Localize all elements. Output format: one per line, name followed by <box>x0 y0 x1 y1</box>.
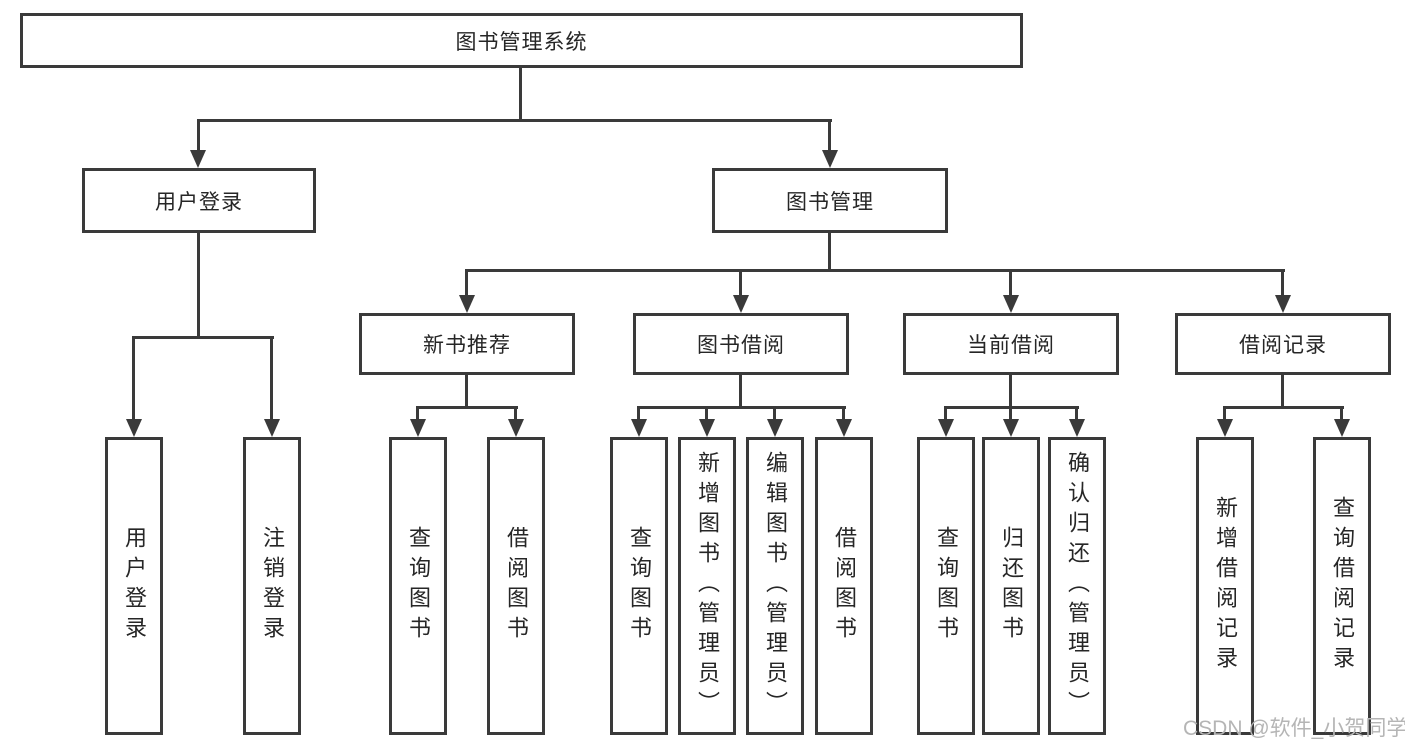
arrowhead-down-icon <box>1275 295 1291 313</box>
connector-line <box>944 406 947 423</box>
connector-line <box>519 68 522 122</box>
connector-line <box>465 269 468 297</box>
node-label: 新增图书（管理员） <box>695 451 720 721</box>
csdn-watermark: CSDN @软件_小贺同学 <box>1183 717 1405 740</box>
arrowhead-down-icon <box>1003 295 1019 313</box>
node-leaf-borrow-books: 借阅图书 <box>815 437 873 735</box>
arrowhead-down-icon <box>410 419 426 437</box>
node-leaf-add-books-admin: 新增图书（管理员） <box>678 437 736 735</box>
arrowhead-down-icon <box>938 419 954 437</box>
connector-line <box>739 373 742 409</box>
node-book-management: 图书管理 <box>712 168 948 233</box>
node-label: 借阅图书 <box>504 526 529 646</box>
connector-line <box>416 406 419 423</box>
node-label: 图书借阅 <box>697 334 785 357</box>
connector-line <box>132 336 274 339</box>
connector-line <box>773 406 776 423</box>
connector-line <box>842 406 845 423</box>
node-new-book-recommendation: 新书推荐 <box>359 313 575 375</box>
arrowhead-down-icon <box>459 295 475 313</box>
node-label: 查询图书 <box>627 526 652 646</box>
node-leaf-query-books-current: 查询图书 <box>917 437 975 735</box>
arrowhead-down-icon <box>1003 419 1019 437</box>
node-label: 编辑图书（管理员） <box>763 451 788 721</box>
arrowhead-down-icon <box>1217 419 1233 437</box>
node-label: 查询图书 <box>406 526 431 646</box>
connector-line <box>1340 406 1343 423</box>
node-label: 用户登录 <box>122 526 147 646</box>
arrowhead-down-icon <box>631 419 647 437</box>
connector-line <box>1009 269 1012 297</box>
arrowhead-down-icon <box>1069 419 1085 437</box>
node-label: 新书推荐 <box>423 334 511 357</box>
connector-line <box>828 231 831 272</box>
connector-line <box>270 336 273 421</box>
connector-line <box>197 231 200 339</box>
node-label: 查询借阅记录 <box>1330 496 1355 676</box>
node-label: 图书管理 <box>786 190 874 214</box>
arrowhead-down-icon <box>126 419 142 437</box>
arrowhead-down-icon <box>264 419 280 437</box>
node-library-management-system: 图书管理系统 <box>20 13 1023 68</box>
arrowhead-down-icon <box>767 419 783 437</box>
node-leaf-logout: 注销登录 <box>243 437 301 735</box>
arrowhead-down-icon <box>733 295 749 313</box>
node-label: 确认归还（管理员） <box>1065 451 1090 721</box>
node-user-login: 用户登录 <box>82 168 316 233</box>
connector-line <box>1009 406 1012 423</box>
arrowhead-down-icon <box>190 150 206 168</box>
node-leaf-query-books-recommend: 查询图书 <box>389 437 447 735</box>
connector-line <box>1075 406 1078 423</box>
node-label: 新增借阅记录 <box>1213 496 1238 676</box>
node-borrowing-records: 借阅记录 <box>1175 313 1391 375</box>
connector-line <box>416 406 518 409</box>
node-leaf-edit-books-admin: 编辑图书（管理员） <box>746 437 804 735</box>
connector-line <box>1223 406 1344 409</box>
node-leaf-add-borrow-record: 新增借阅记录 <box>1196 437 1254 735</box>
node-current-borrowing: 当前借阅 <box>903 313 1119 375</box>
node-label: 借阅记录 <box>1239 334 1327 357</box>
connector-line <box>828 119 831 152</box>
connector-line <box>1281 269 1284 297</box>
node-label: 当前借阅 <box>967 334 1055 357</box>
connector-line <box>1223 406 1226 423</box>
arrowhead-down-icon <box>1334 419 1350 437</box>
node-leaf-confirm-return-admin: 确认归还（管理员） <box>1048 437 1106 735</box>
node-leaf-query-books-borrowing: 查询图书 <box>610 437 668 735</box>
node-label: 注销登录 <box>260 526 285 646</box>
connector-line <box>465 373 468 409</box>
arrowhead-down-icon <box>699 419 715 437</box>
connector-line <box>514 406 517 423</box>
connector-line <box>1009 373 1012 409</box>
connector-line <box>637 406 846 409</box>
connector-line <box>132 336 135 421</box>
node-leaf-borrow-books-recommend: 借阅图书 <box>487 437 545 735</box>
node-leaf-return-books: 归还图书 <box>982 437 1040 735</box>
connector-line <box>197 119 200 152</box>
arrowhead-down-icon <box>508 419 524 437</box>
node-leaf-query-borrow-record: 查询借阅记录 <box>1313 437 1371 735</box>
arrowhead-down-icon <box>836 419 852 437</box>
connector-line <box>197 119 832 122</box>
connector-line <box>705 406 708 423</box>
connector-line <box>637 406 640 423</box>
connector-line <box>739 269 742 297</box>
node-label: 用户登录 <box>155 190 243 214</box>
connector-line <box>1281 373 1284 409</box>
arrowhead-down-icon <box>822 150 838 168</box>
node-label: 借阅图书 <box>832 526 857 646</box>
node-book-borrowing: 图书借阅 <box>633 313 849 375</box>
node-label: 归还图书 <box>999 526 1024 646</box>
node-leaf-user-login: 用户登录 <box>105 437 163 735</box>
node-label: 查询图书 <box>934 526 959 646</box>
connector-line <box>465 269 1285 272</box>
node-label: 图书管理系统 <box>455 30 588 54</box>
